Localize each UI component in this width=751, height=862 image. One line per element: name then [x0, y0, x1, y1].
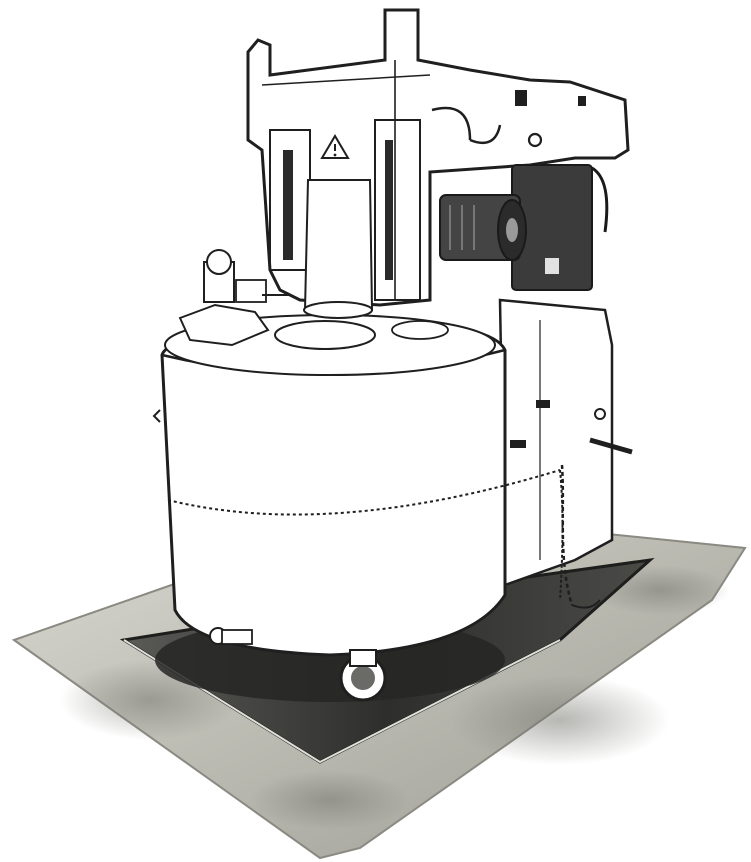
warning-triangle-icon: [320, 134, 350, 159]
lift-frame: [246, 8, 630, 319]
lid-fittings: [178, 249, 290, 347]
castor-wheels: [209, 627, 387, 702]
drive-motor: [439, 164, 609, 291]
gearbox-housing: [498, 298, 633, 601]
mixing-vessel: [152, 314, 561, 657]
hanging-chain: [560, 464, 601, 609]
